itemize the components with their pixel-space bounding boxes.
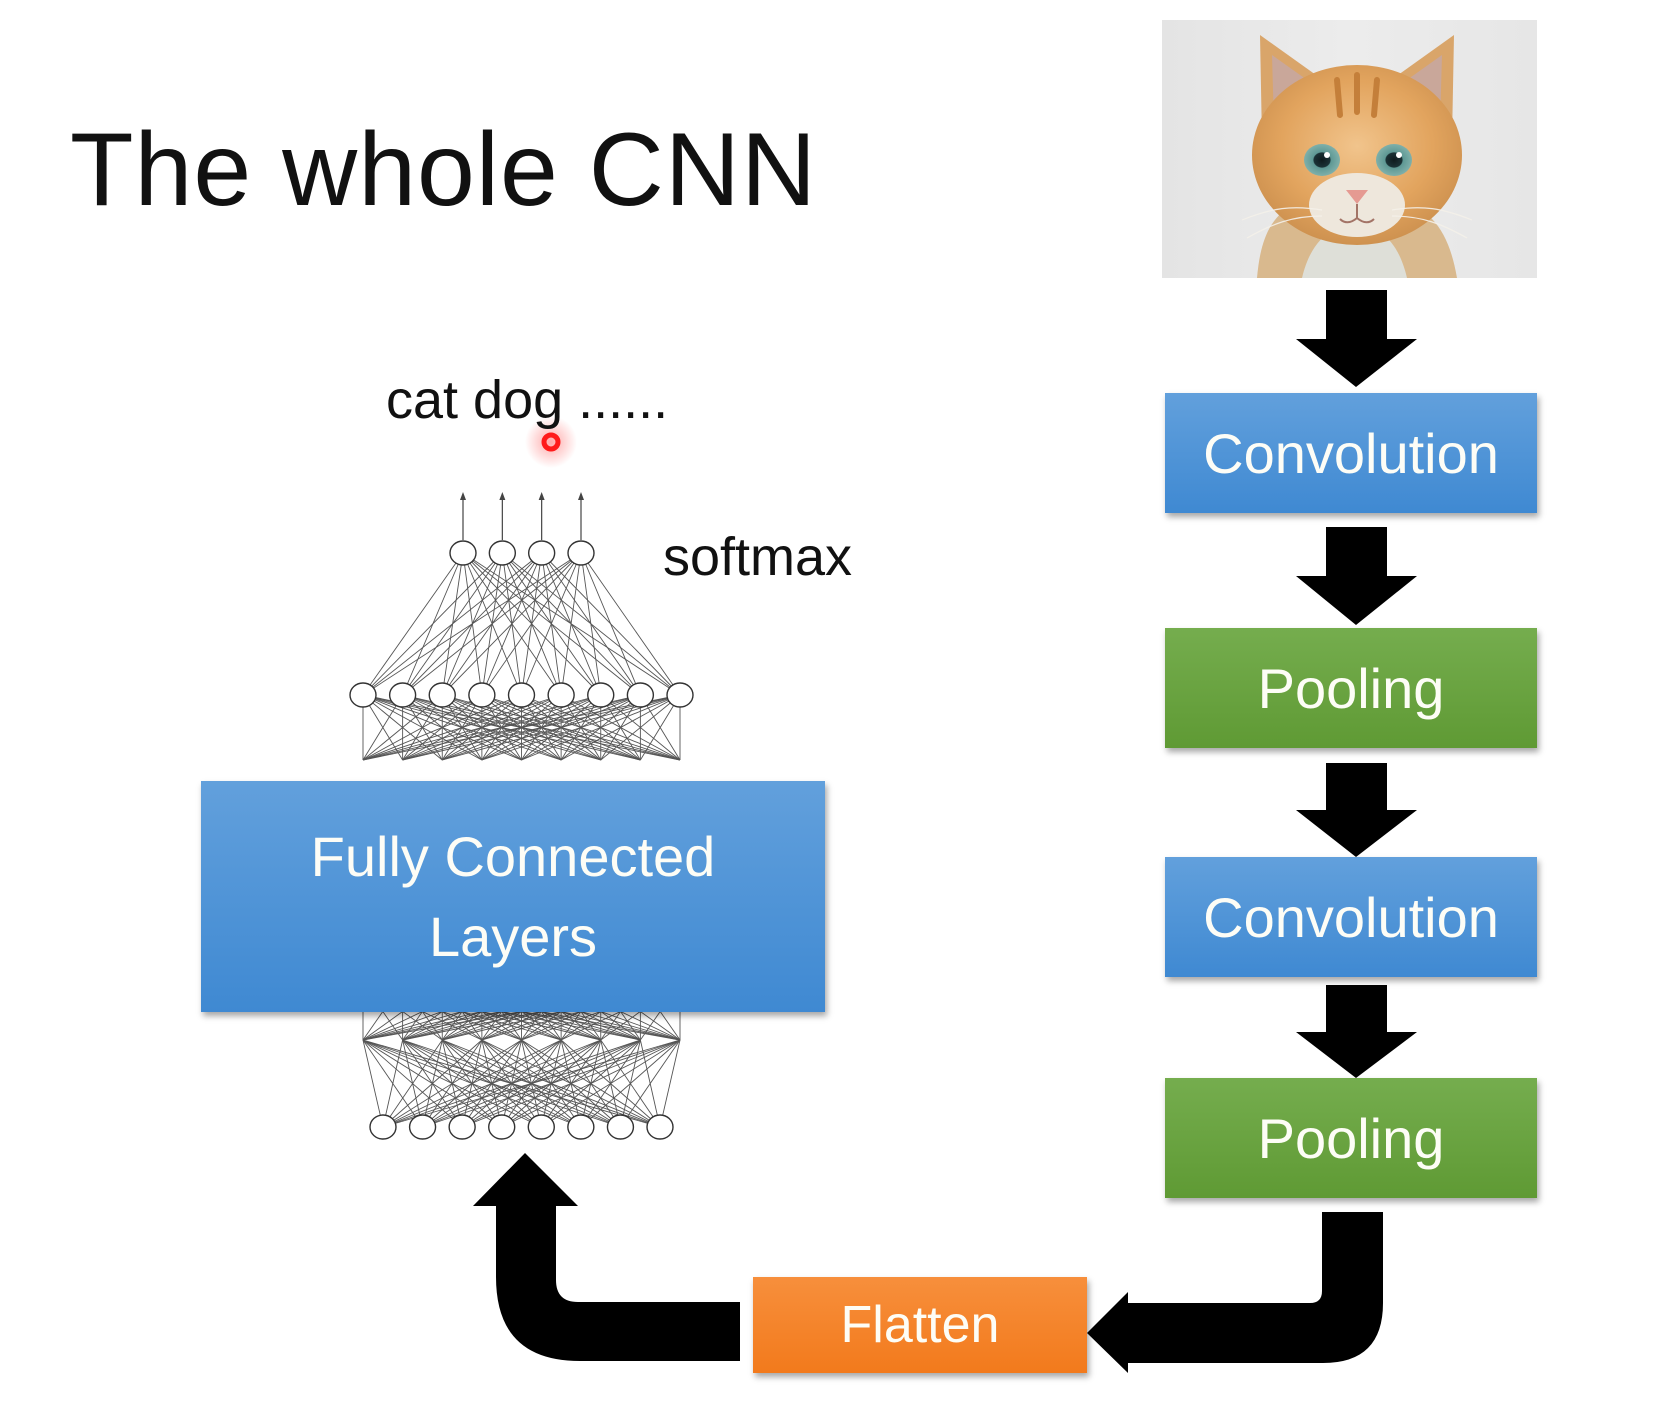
network-connection (481, 1039, 661, 1128)
network-connection (462, 552, 483, 696)
output-arrowhead-icon (538, 492, 545, 500)
network-connection (362, 1039, 502, 1128)
input-node (369, 1114, 397, 1140)
laser-pointer-icon (541, 432, 561, 452)
cat-eye-left (1304, 144, 1340, 176)
hidden-node (468, 682, 496, 708)
hidden-node (547, 682, 575, 708)
output-node (567, 540, 595, 566)
input-node (646, 1114, 674, 1140)
network-connection (362, 552, 464, 696)
output-arrowhead-icon (578, 492, 584, 500)
softmax-label: softmax (663, 527, 853, 587)
network-connection (362, 1039, 582, 1128)
cat-whiskers (1241, 207, 1473, 239)
input-node (606, 1114, 635, 1140)
step-label: Convolution (1203, 885, 1499, 949)
fully-connected-layers-box: Fully Connected Layers (201, 781, 825, 1012)
network-connection (362, 1039, 384, 1128)
network-connection (362, 1039, 423, 1128)
network-connection (659, 1039, 681, 1128)
hidden-node (507, 682, 536, 708)
down-arrow-icon (1296, 763, 1417, 857)
network-connection (560, 1039, 661, 1128)
laser-pointer-glow (525, 416, 577, 468)
network-connection (541, 552, 681, 696)
network-connection (462, 552, 602, 696)
step-label: Pooling (1257, 656, 1445, 720)
output-node (488, 540, 517, 566)
network-connection (462, 552, 641, 696)
network-connection (441, 552, 464, 696)
convolution-box-1: Convolution (1165, 393, 1537, 513)
network-connection (362, 694, 483, 761)
network-connection (402, 552, 464, 696)
network-connection (462, 552, 681, 696)
input-node (488, 1114, 516, 1140)
pooling-box-2: Pooling (1165, 1078, 1537, 1198)
down-arrow-icon (1296, 527, 1417, 625)
input-node (567, 1114, 595, 1140)
network-connection (362, 1039, 661, 1128)
network-connection (362, 694, 681, 761)
network-connection (442, 1039, 661, 1128)
network-connection (560, 694, 681, 761)
hidden-node (349, 682, 377, 708)
flatten-box: Flatten (753, 1277, 1087, 1373)
fc-box-line2: Layers (428, 904, 598, 968)
network-connection (502, 552, 681, 696)
step-label: Pooling (1257, 1106, 1445, 1170)
network-connection (600, 1039, 661, 1128)
output-node (527, 540, 556, 566)
network-connection (462, 552, 522, 696)
hidden-node (388, 682, 417, 708)
input-node (448, 1114, 476, 1140)
convolution-box-2: Convolution (1165, 857, 1537, 977)
output-arrowhead-icon (460, 492, 466, 500)
hidden-node (428, 682, 456, 708)
network-connection (402, 1039, 661, 1128)
cat-photo (1162, 20, 1537, 278)
down-arrow-icon (1296, 290, 1417, 387)
hidden-node (626, 682, 655, 708)
hidden-node (666, 682, 694, 708)
slide-title: The whole CNN (70, 112, 818, 228)
input-node (527, 1114, 555, 1140)
cat-nose (1346, 190, 1368, 204)
output-node (449, 540, 477, 566)
network-connection (362, 694, 443, 761)
network-connection (362, 694, 522, 761)
network-connection (600, 694, 681, 761)
network-connection (362, 1039, 463, 1128)
network-connection (521, 694, 681, 761)
network-connection (639, 1039, 661, 1128)
network-connection (521, 1039, 661, 1128)
hidden-node (587, 682, 615, 708)
step-label: Convolution (1203, 421, 1499, 485)
cat-eye-right (1376, 144, 1412, 176)
fc-box-line1: Fully Connected (310, 824, 716, 888)
output-class-labels: cat dog ...... (386, 370, 669, 430)
cat-head (1252, 65, 1462, 245)
pooling-box-1: Pooling (1165, 628, 1537, 748)
input-node (408, 1114, 437, 1140)
network-connection (462, 552, 562, 696)
network-connection (362, 1039, 542, 1128)
down-arrow-icon (1296, 985, 1417, 1078)
bent-arrow-to-flatten-icon (1087, 1212, 1383, 1373)
flatten-label: Flatten (840, 1296, 1000, 1354)
network-connection (362, 1039, 621, 1128)
output-arrowhead-icon (499, 492, 506, 500)
network-connection (580, 552, 681, 696)
bent-arrow-to-network-icon (473, 1153, 740, 1361)
